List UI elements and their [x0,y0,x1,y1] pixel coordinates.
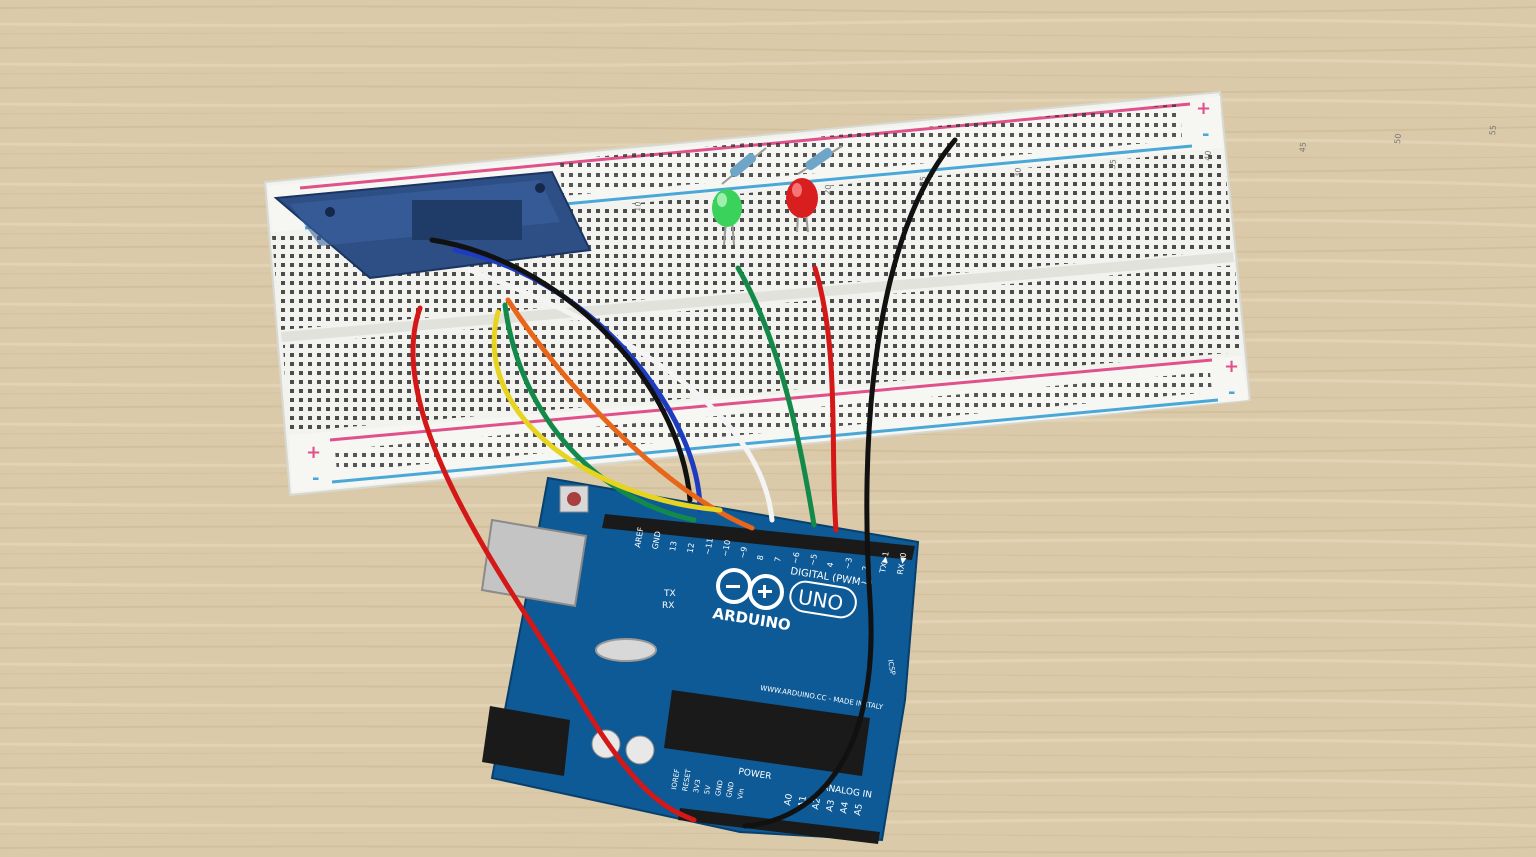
usb-port [480,518,588,608]
power-pin-label: 5V [703,784,713,795]
column-number: 30 [1013,167,1023,178]
tx-label: TX [663,589,676,599]
wire-black-gnd [742,137,958,829]
crystal-oscillator [595,638,657,662]
rail-minus-top: - [1202,124,1209,145]
digital-pin-label: ~3 [843,557,854,570]
digital-pin-label: 7 [773,556,783,563]
rail-minus-left: - [312,468,319,489]
analog-pin-label: A4 [839,801,851,815]
wire-black-sensor [429,237,693,503]
digital-pin-label: ~10 [721,539,733,557]
power-pin-label: Vin [736,788,746,800]
digital-pin-label: GND [651,531,663,551]
rail-plus-left: + [306,442,321,463]
rx-label: RX [662,601,674,611]
digital-pin-label: ~6 [791,551,802,564]
resistor-1 [721,147,767,185]
analog-pin-label: A2 [811,797,823,810]
analog-pin-label: A1 [797,795,809,808]
digital-pin-label: 8 [756,554,766,561]
column-number: 35 [1108,159,1118,170]
digital-pin-label: TX▶1 [878,551,891,575]
column-number: 45 [1298,142,1308,153]
lower-terminal-block [283,265,1240,432]
analog-pin-label: A5 [853,803,865,816]
digital-pin-label: RX◀0 [896,552,909,576]
digital-pin-label: ~11 [703,537,715,555]
column-number: 40 [1203,150,1213,161]
digital-pin-label: AREF [633,526,646,548]
analog-pin-label: A3 [825,799,837,812]
column-number: 10 [633,201,643,212]
wire-red-5v [410,305,697,823]
column-number: 55 [1488,125,1498,136]
rail-plus-bottom: + [1224,356,1239,377]
red-led [786,178,818,233]
wire-yellow [491,309,723,513]
resistor-2 [797,145,843,175]
power-pin-label: GND [714,780,725,797]
icsp-label: ICSP [886,659,897,676]
power-pin-label: IOREF [670,768,682,790]
analog-pin-label: A0 [783,793,795,807]
power-pin-label: GND [725,781,736,798]
rail-minus-bottom: - [1228,382,1235,403]
column-number: 25 [918,176,928,187]
power-pin-label: RESET [681,768,693,792]
digital-header [602,514,915,560]
digital-pin-label: 4 [826,562,836,569]
capacitor-2 [625,735,655,765]
power-pin-label: 3V3 [692,779,702,794]
arduino-logo [716,568,784,610]
wire-green-sensor [502,302,697,523]
arduino-uno-board: ARDUINO UNO DIGITAL (PWM~) TX RX WWW.ARD… [480,476,920,844]
bottom-rail-red-line [329,358,1213,442]
digital-pin-label: 13 [668,540,679,552]
wire-white [467,267,775,523]
bottom-rail-blue-line [331,398,1219,484]
digital-pin-label: ~9 [738,546,749,559]
digital-pin-label: ~5 [808,553,819,566]
digital-pin-label: 12 [686,542,697,554]
sensor-module [273,170,592,280]
power-analog-header [678,808,880,844]
rail-plus-top: + [1196,98,1211,119]
wire-red-led [812,265,839,533]
column-number: 50 [1393,133,1403,144]
column-number: 20 [823,184,833,195]
dc-power-jack [482,706,570,776]
wire-green-led [735,265,817,528]
green-led [712,189,742,246]
digital-pin-label: 2 [861,565,871,572]
atmega-chip [664,690,870,776]
jumper-wires [410,137,958,829]
